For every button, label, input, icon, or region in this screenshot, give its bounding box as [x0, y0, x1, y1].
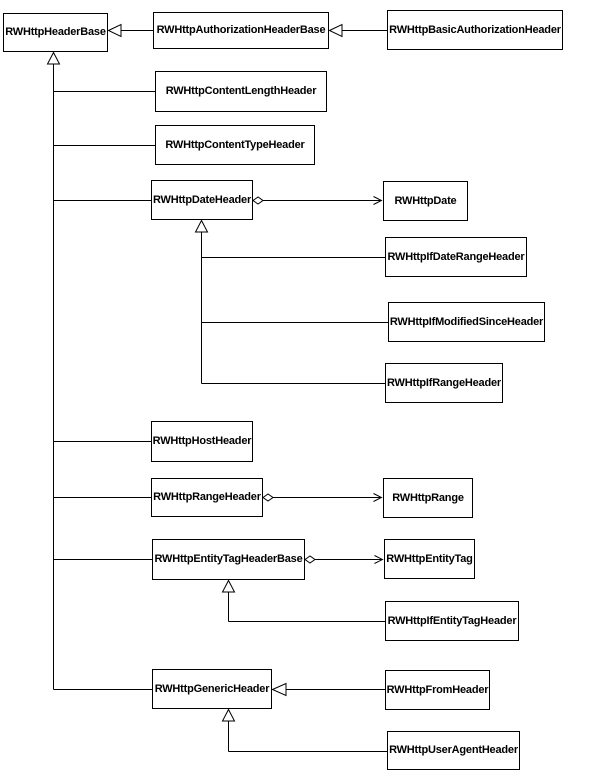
class-box-rwhttpentitytagheaderbase[interactable]: RWHttpEntityTagHeaderBase — [152, 539, 305, 580]
generalization-edge-basicauthorizationheader-to-authorizationheaderbase — [328, 23, 387, 38]
class-box-rwhttpuseragentheader[interactable]: RWHttpUserAgentHeader — [387, 731, 520, 770]
class-box-rwhttpdate[interactable]: RWHttpDate — [383, 181, 468, 221]
generalization-edge-authorizationheaderbase-to-headerbase — [107, 23, 153, 38]
generalization-edge-fromheader-to-genericheader — [271, 682, 385, 697]
class-box-rwhttpheaderbase[interactable]: RWHttpHeaderBase — [3, 13, 108, 52]
class-box-rwhttprangeheader[interactable]: RWHttpRangeHeader — [151, 478, 263, 517]
generalization-tree-genericheader-children — [221, 708, 387, 752]
class-box-rwhttprange[interactable]: RWHttpRange — [383, 478, 473, 518]
class-box-rwhttpifdaterangeheader[interactable]: RWHttpIfDateRangeHeader — [385, 237, 527, 277]
aggregation-edge-rangeheader-to-range — [262, 493, 383, 502]
class-box-rwhttpcontentlengthheader[interactable]: RWHttpContentLengthHeader — [155, 71, 327, 112]
generalization-tree-headerbase-children — [46, 51, 155, 690]
class-box-rwhttpauthorizationheaderbase[interactable]: RWHttpAuthorizationHeaderBase — [153, 12, 329, 49]
class-box-rwhttpifentitytagheader[interactable]: RWHttpIfEntityTagHeader — [385, 601, 519, 641]
class-box-rwhttphostheader[interactable]: RWHttpHostHeader — [151, 421, 253, 462]
class-box-rwhttpentitytag[interactable]: RWHttpEntityTag — [384, 539, 475, 579]
aggregation-edge-entitytagheaderbase-to-entitytag — [304, 555, 384, 564]
class-box-rwhttpifmodifiedsinceheader[interactable]: RWHttpIfModifiedSinceHeader — [388, 302, 545, 342]
aggregation-edge-dateheader-to-date — [252, 196, 383, 205]
generalization-tree-entitytagheaderbase-children — [221, 579, 385, 622]
generalization-tree-dateheader-children — [194, 219, 388, 384]
class-box-rwhttpdateheader[interactable]: RWHttpDateHeader — [151, 180, 253, 220]
class-box-rwhttpfromheader[interactable]: RWHttpFromHeader — [385, 670, 490, 710]
class-box-rwhttpbasicauthorizationheader[interactable]: RWHttpBasicAuthorizationHeader — [387, 10, 563, 50]
class-box-rwhttpgenericheader[interactable]: RWHttpGenericHeader — [152, 669, 272, 709]
class-box-rwhttpifrangeheader[interactable]: RWHttpIfRangeHeader — [385, 363, 503, 403]
class-box-rwhttpcontenttypeheader[interactable]: RWHttpContentTypeHeader — [155, 125, 315, 165]
